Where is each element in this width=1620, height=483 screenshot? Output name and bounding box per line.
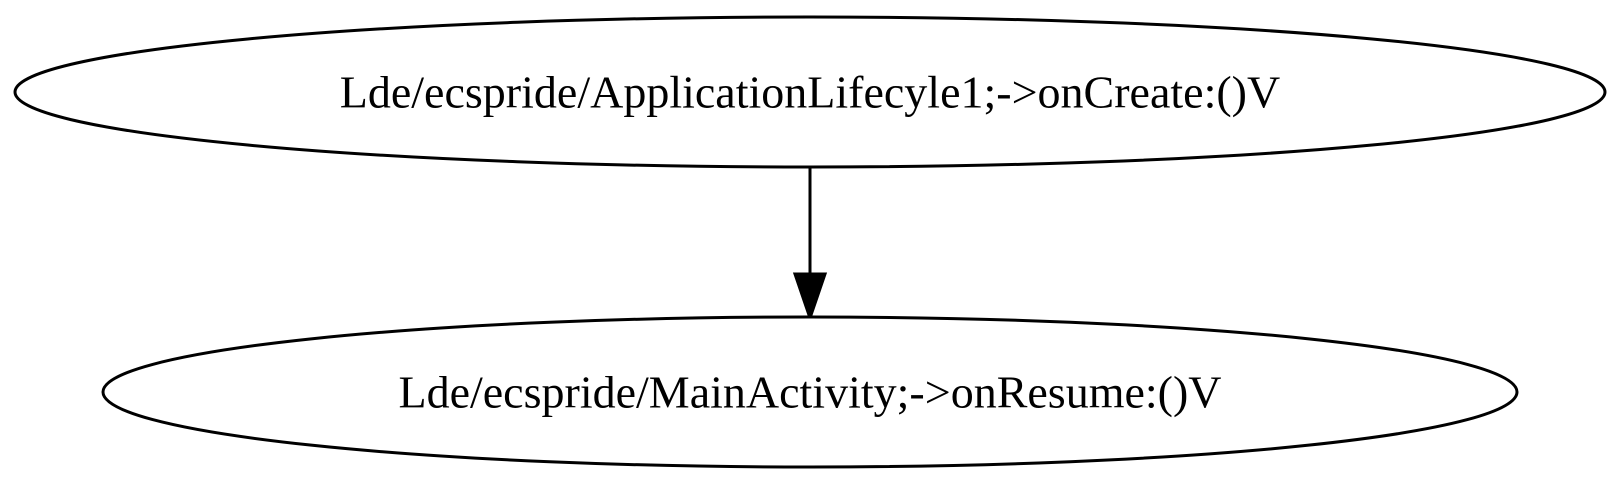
node-application-lifecycle-oncreate[interactable]: Lde/ecspride/ApplicationLifecyle1;->onCr… — [13, 15, 1607, 169]
node-ellipse[interactable] — [101, 315, 1519, 469]
node-label: Lde/ecspride/MainActivity;->onResume:()V — [398, 367, 1221, 418]
node-ellipse[interactable] — [13, 15, 1607, 169]
node-main-activity-onresume[interactable]: Lde/ecspride/MainActivity;->onResume:()V — [101, 315, 1519, 469]
edge-arrowhead — [792, 272, 828, 323]
edge-oncreate-to-onresume — [792, 168, 828, 323]
node-label: Lde/ecspride/ApplicationLifecyle1;->onCr… — [340, 67, 1280, 118]
